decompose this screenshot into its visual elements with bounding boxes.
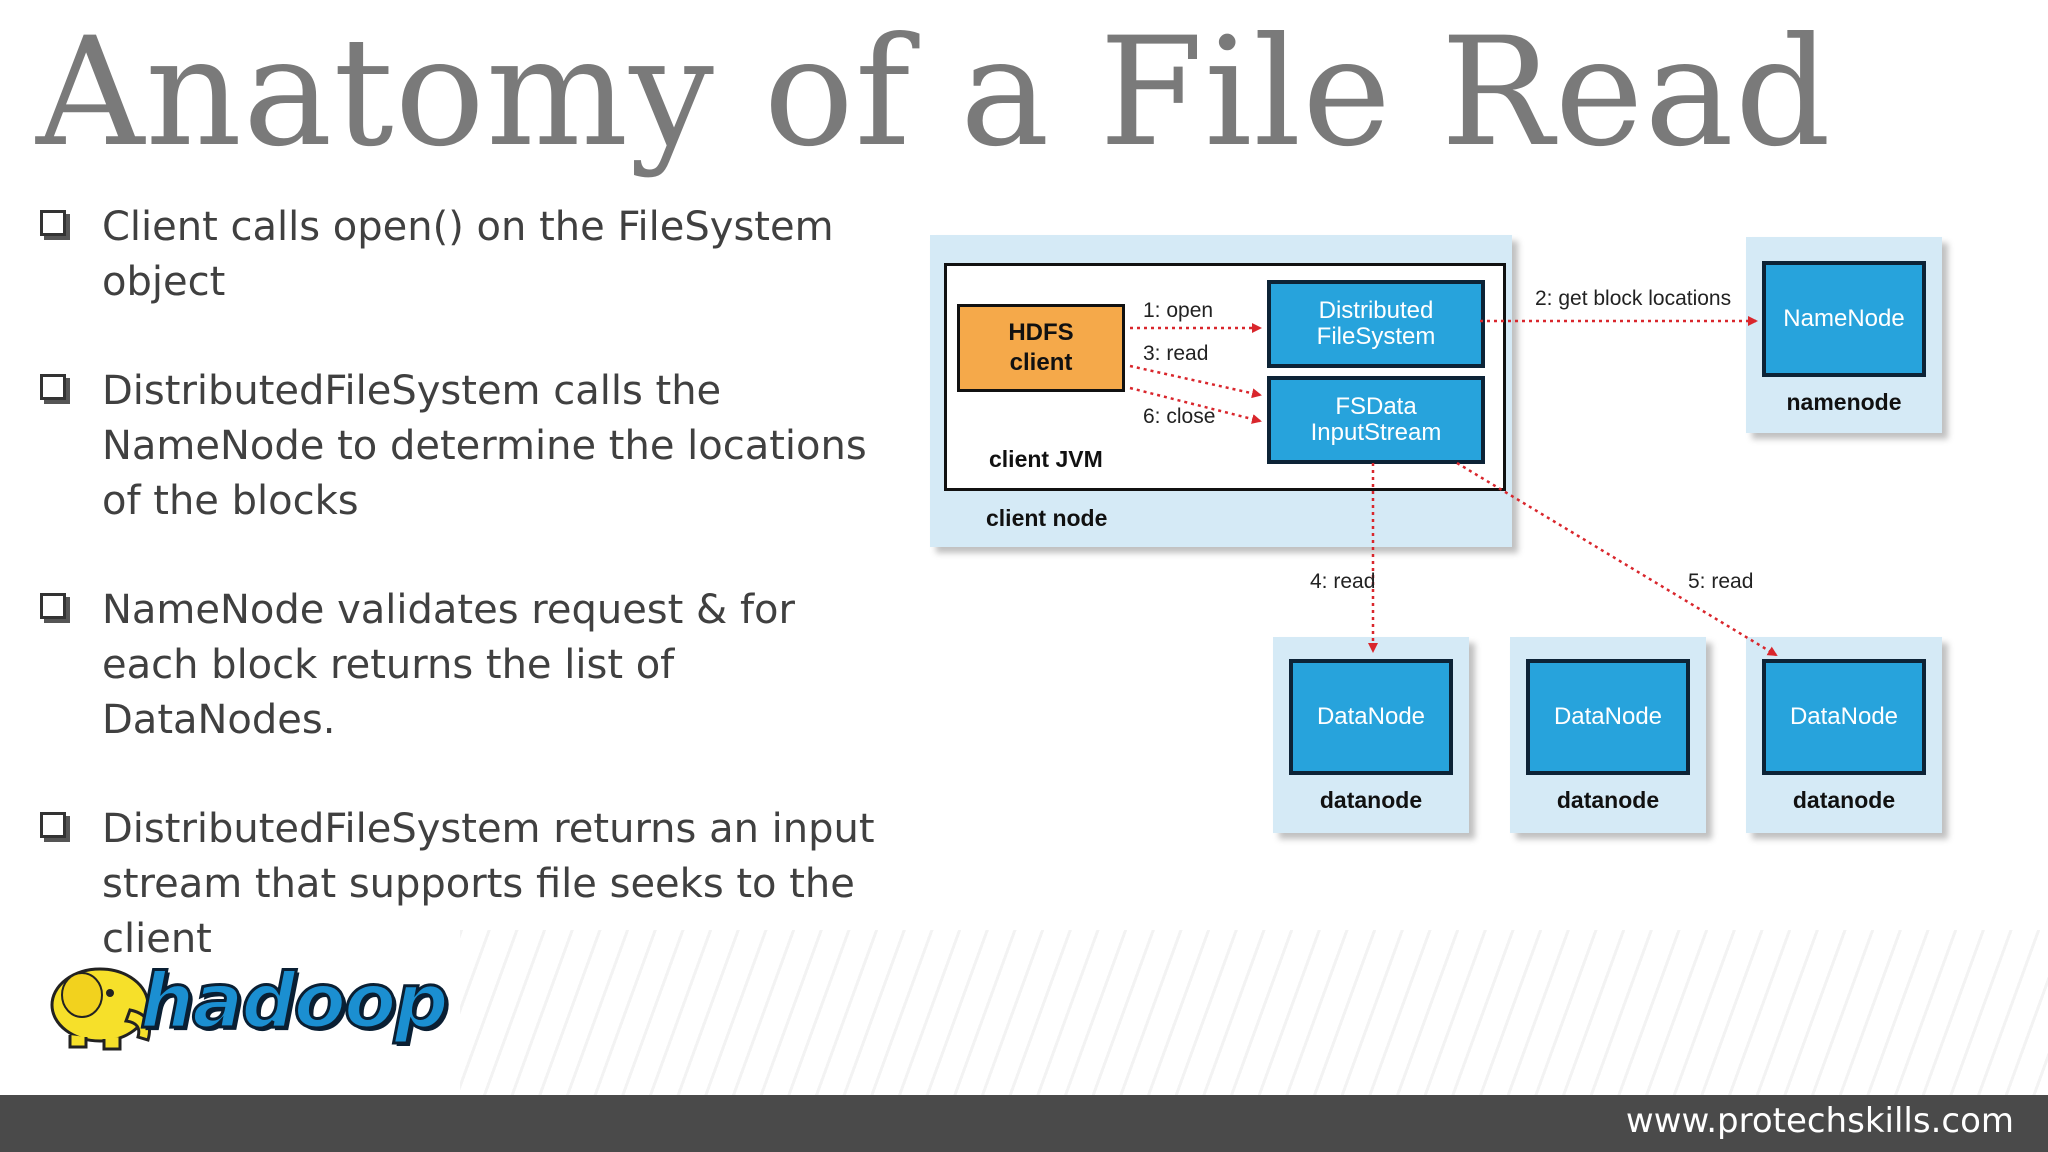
edge-label-read3: 3: read — [1143, 342, 1209, 365]
datanode-box-3: DataNode — [1762, 659, 1926, 775]
datanode-box-2: DataNode — [1526, 659, 1690, 775]
datanode-label-1: datanode — [1319, 787, 1423, 813]
datanode-label-3: datanode — [1792, 787, 1896, 813]
arrow-read3 — [1129, 364, 1262, 399]
decorative-pattern — [460, 930, 2048, 1095]
bullet-text: Client calls open() on the FileSystem ob… — [102, 204, 834, 305]
edge-label-read4: 4: read — [1310, 570, 1376, 593]
bullet-list: Client calls open() on the FileSystem ob… — [40, 200, 900, 1021]
hdfs-client-line1: HDFS — [1008, 319, 1074, 346]
arrows-layer — [1129, 316, 1778, 657]
bullet-text: DistributedFileSystem returns an input s… — [102, 806, 875, 962]
checkbox-bullet-icon — [40, 374, 66, 400]
edge-label-close: 6: close — [1143, 405, 1216, 428]
datanode-panel-2: DataNode datanode — [1510, 637, 1706, 833]
bullet-text: NameNode validates request & for each bl… — [102, 587, 795, 743]
bullet-text: DistributedFileSystem calls the NameNode… — [102, 368, 867, 524]
hadoop-logo-text: hadoop — [139, 956, 451, 1045]
bullet-item: Client calls open() on the FileSystem ob… — [40, 200, 900, 310]
datanode-label-2: datanode — [1556, 787, 1660, 813]
datanode-panel-3: DataNode datanode — [1746, 637, 1942, 833]
fsdata-inputstream-box: FSData InputStream — [1267, 376, 1485, 464]
client-node-panel: HDFS client Distributed FileSystem FSDat… — [930, 235, 1512, 547]
checkbox-bullet-icon — [40, 593, 66, 619]
namenode-panel: NameNode namenode — [1746, 237, 1942, 433]
checkbox-bullet-icon — [40, 210, 66, 236]
footer-url: www.protechskills.com — [1625, 1101, 2014, 1141]
file-read-diagram: HDFS client Distributed FileSystem FSDat… — [930, 225, 1980, 855]
footer-bar: www.protechskills.com — [0, 1095, 2048, 1152]
bullet-item: NameNode validates request & for each bl… — [40, 583, 900, 748]
slide-title: Anatomy of a File Read — [36, 6, 1832, 180]
distributed-filesystem-box: Distributed FileSystem — [1267, 280, 1485, 368]
edge-label-get-block: 2: get block locations — [1535, 287, 1732, 310]
datanode-panel-1: DataNode datanode — [1273, 637, 1469, 833]
bullet-item: DistributedFileSystem calls the NameNode… — [40, 364, 900, 529]
distributed-fs-line1: Distributed — [1318, 297, 1434, 324]
edge-label-read5: 5: read — [1688, 570, 1754, 593]
datanode-box-1: DataNode — [1289, 659, 1453, 775]
arrow-read5 — [1456, 461, 1778, 657]
hdfs-client-line2: client — [1009, 349, 1073, 376]
client-jvm-box: HDFS client Distributed FileSystem FSDat… — [944, 263, 1506, 491]
fsdata-line1: FSData — [1335, 393, 1417, 420]
hadoop-logo: hadoop — [30, 955, 450, 1055]
hdfs-client-box: HDFS client — [957, 304, 1125, 392]
namenode-label: namenode — [1786, 389, 1902, 415]
bullet-item: DistributedFileSystem returns an input s… — [40, 802, 900, 967]
edge-label-open: 1: open — [1143, 299, 1214, 322]
distributed-fs-line2: FileSystem — [1316, 323, 1436, 350]
namenode-box: NameNode — [1762, 261, 1926, 377]
hadoop-elephant-icon — [50, 967, 151, 1051]
checkbox-bullet-icon — [40, 812, 66, 838]
fsdata-line2: InputStream — [1310, 419, 1442, 446]
client-jvm-label: client JVM — [989, 446, 1103, 472]
client-node-label: client node — [986, 505, 1108, 531]
arrow-close — [1129, 386, 1262, 424]
